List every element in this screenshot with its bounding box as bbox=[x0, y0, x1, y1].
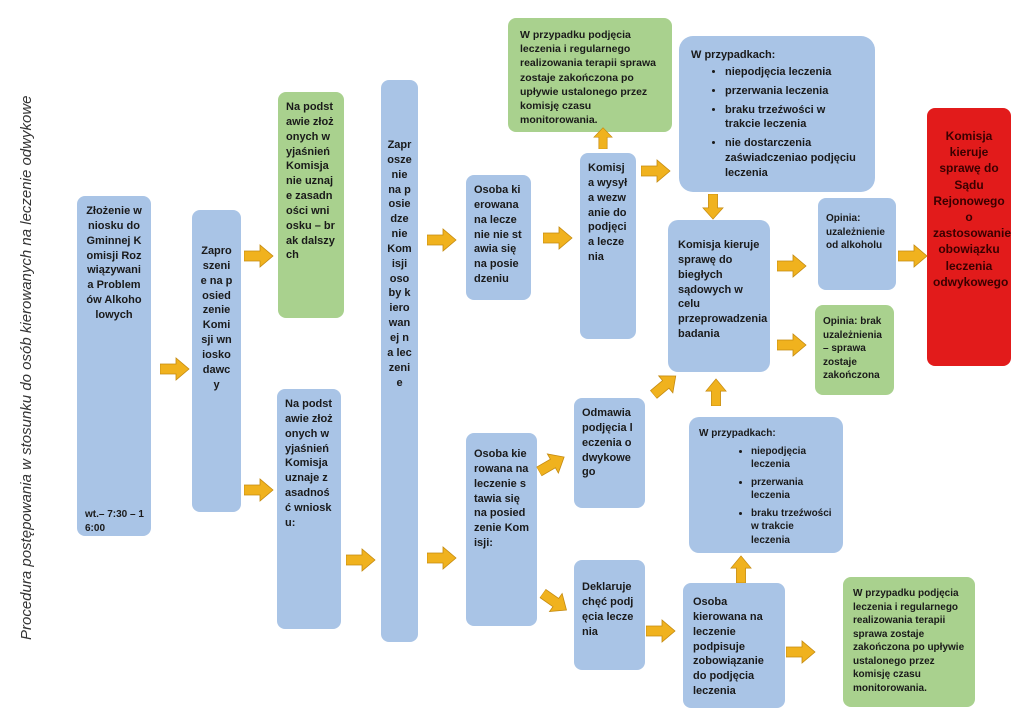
list-item: niepodjęcia leczenia bbox=[751, 445, 833, 472]
arrow-icon bbox=[705, 378, 727, 406]
box-zlozenie-hours: wt.– 7:30 – 16:00 bbox=[85, 509, 144, 534]
box-zasadnosc-text: Na podstawie złożonych wyjaśnień Komisja… bbox=[285, 398, 333, 529]
box-w-przypadkach-top-list: niepodjęcia leczenia przerwania leczenia b… bbox=[691, 65, 863, 181]
box-zakonczona-bottom: W przypadku podjęcia leczenia i regularn… bbox=[843, 577, 975, 707]
box-zasadnosc: Na podstawie złożonych wyjaśnień Komisja… bbox=[277, 389, 341, 629]
box-zaproszenie-osoby: Zaproszenie na posiedzenie Komisji osoby… bbox=[381, 80, 418, 642]
box-zaproszenie-osoby-text: Zaproszenie na posiedzenie Komisji osoby… bbox=[387, 139, 412, 389]
arrow-icon bbox=[646, 619, 676, 643]
box-wezwanie-text: Komisja wysyła wezwanie do podjęcia lecz… bbox=[588, 162, 628, 264]
box-zlozenie-wniosku: Złożenie wniosku do Gminnej Komisji Rozw… bbox=[77, 196, 151, 536]
arrow-icon bbox=[777, 333, 807, 357]
box-zaproszenie-wnioskodawcy-text: Zaproszenie na posiedzenie Komisji wnios… bbox=[200, 245, 233, 391]
box-zakonczona-top: W przypadku podjęcia leczenia i regularn… bbox=[508, 18, 672, 132]
box-wezwanie: Komisja wysyła wezwanie do podjęcia lecz… bbox=[580, 153, 636, 339]
arrow-icon bbox=[536, 584, 574, 621]
arrow-icon bbox=[427, 546, 457, 570]
box-w-przypadkach-mid-list: niepodjęcia leczenia przerwania leczenia b… bbox=[699, 445, 833, 548]
box-w-przypadkach-mid: W przypadkach: niepodjęcia leczenia przer… bbox=[689, 417, 843, 553]
side-title: Procedura postępowania w stosunku do osó… bbox=[18, 95, 35, 641]
box-w-przypadkach-top: W przypadkach: niepodjęcia leczenia przer… bbox=[679, 36, 875, 192]
arrow-icon bbox=[346, 548, 376, 572]
arrow-icon bbox=[777, 254, 807, 278]
arrow-icon bbox=[244, 478, 274, 502]
arrow-icon bbox=[641, 159, 671, 183]
box-odmawia: Odmawia podjęcia leczenia odwykowego bbox=[574, 398, 645, 508]
box-stawila-text: Osoba kierowana na leczenie stawia się n… bbox=[474, 448, 530, 550]
box-zobowiazanie-text: Osoba kierowana na leczenie podpisuje zo… bbox=[693, 596, 764, 698]
arrow-icon bbox=[730, 555, 752, 583]
list-item: nie dostarczenia zaświadczeniao podjęciu… bbox=[725, 136, 863, 181]
list-item: przerwania leczenia bbox=[751, 476, 833, 503]
box-zlozenie-text: Złożenie wniosku do Gminnej Komisji Rozw… bbox=[86, 205, 142, 321]
arrow-icon bbox=[646, 366, 684, 404]
box-w-przypadkach-mid-title: W przypadkach: bbox=[699, 428, 776, 439]
list-item: przerwania leczenia bbox=[725, 84, 863, 99]
arrow-icon bbox=[160, 357, 190, 381]
box-sad-rejonowy-text: Komisja kieruje sprawę do Sądu Rejonoweg… bbox=[933, 129, 1011, 289]
arrow-icon bbox=[786, 640, 816, 664]
box-zakonczona-bottom-text: W przypadku podjęcia leczenia i regularn… bbox=[853, 588, 965, 694]
box-brak-zasadnosci: Na podstawie złożonych wyjaśnień Komisja… bbox=[278, 92, 344, 318]
arrow-icon bbox=[427, 228, 457, 252]
box-zobowiazanie: Osoba kierowana na leczenie podpisuje zo… bbox=[683, 583, 785, 708]
arrow-icon bbox=[702, 194, 724, 220]
box-opinia-brak-text: Opinia: brak uzależnienia – sprawa zosta… bbox=[823, 316, 882, 381]
box-deklaruje-text: Deklaruje chęć podjęcia leczenia bbox=[582, 581, 634, 638]
arrow-icon bbox=[533, 446, 571, 482]
list-item: niepodjęcia leczenia bbox=[725, 65, 863, 80]
box-zaproszenie-wnioskodawcy: Zaproszenie na posiedzenie Komisji wnios… bbox=[192, 210, 241, 512]
box-zakonczona-top-text: W przypadku podjęcia leczenia i regularn… bbox=[520, 29, 656, 127]
box-w-przypadkach-top-title: W przypadkach: bbox=[691, 49, 776, 61]
box-odmawia-text: Odmawia podjęcia leczenia odwykowego bbox=[582, 407, 633, 479]
box-biegli-text: Komisja kieruje sprawę do biegłych sądow… bbox=[678, 239, 768, 341]
arrow-icon bbox=[898, 244, 928, 268]
arrow-icon bbox=[593, 127, 613, 149]
box-brak-zasadnosci-text: Na podstawie złożonych wyjaśnień Komisja… bbox=[286, 101, 335, 262]
box-stawila: Osoba kierowana na leczenie stawia się n… bbox=[466, 433, 537, 626]
box-opinia-uzaleznienie-text: Opinia: uzależnienie od alkoholu bbox=[826, 213, 885, 251]
box-opinia-uzaleznienie: Opinia: uzależnienie od alkoholu bbox=[818, 198, 896, 290]
arrow-icon bbox=[543, 226, 573, 250]
box-opinia-brak: Opinia: brak uzależnienia – sprawa zosta… bbox=[815, 305, 894, 395]
box-sad-rejonowy: Komisja kieruje sprawę do Sądu Rejonoweg… bbox=[927, 108, 1011, 366]
list-item: braku trzeźwości w trakcie leczenia bbox=[725, 103, 863, 133]
box-biegli: Komisja kieruje sprawę do biegłych sądow… bbox=[668, 220, 770, 372]
arrow-icon bbox=[244, 244, 274, 268]
box-deklaruje: Deklaruje chęć podjęcia leczenia bbox=[574, 560, 645, 670]
box-nie-stawila-text: Osoba kierowana na leczenie nie stawia s… bbox=[474, 184, 522, 286]
box-nie-stawila: Osoba kierowana na leczenie nie stawia s… bbox=[466, 175, 531, 300]
list-item: braku trzeźwości w trakcie leczenia bbox=[751, 507, 833, 548]
